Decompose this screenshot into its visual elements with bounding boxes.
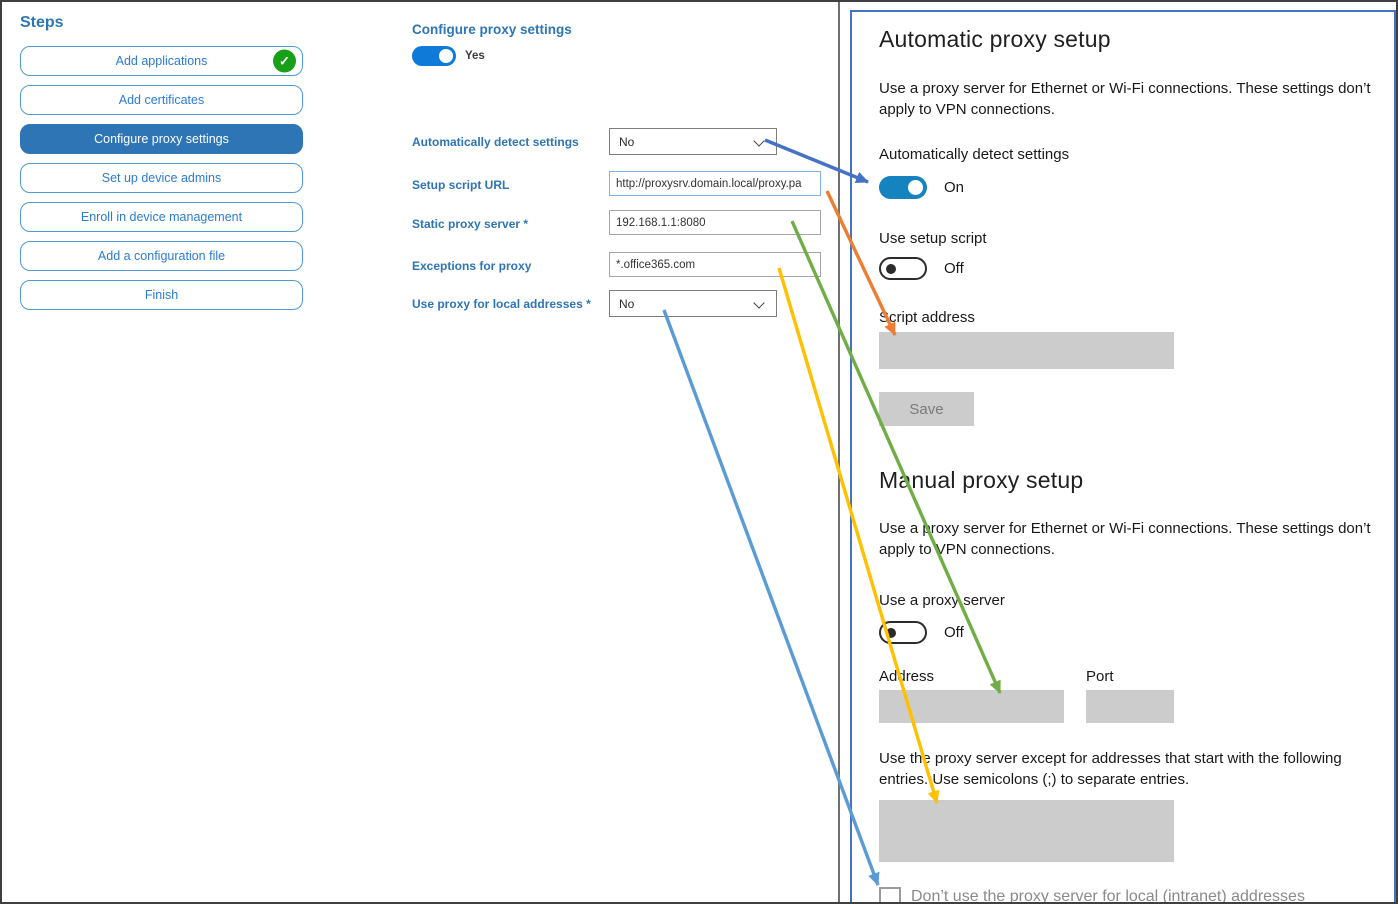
use-proxy-server-state: Off	[944, 624, 964, 641]
sidebar-item-label: Configure proxy settings	[94, 132, 229, 146]
use-setup-script-label: Use setup script	[879, 230, 987, 247]
local-addresses-checkbox-label: Don’t use the proxy server for local (in…	[911, 888, 1305, 904]
select-value: No	[619, 135, 635, 149]
sidebar-item-finish[interactable]: Finish	[20, 280, 303, 310]
configure-proxy-toggle[interactable]	[412, 46, 456, 66]
use-proxy-local-addresses-select[interactable]: No	[609, 290, 777, 317]
chevron-down-icon	[753, 135, 765, 147]
detect-settings-label: Automatically detect settings	[879, 146, 1070, 163]
steps-title: Steps	[20, 14, 64, 31]
sidebar-item-label: Set up device admins	[101, 171, 222, 185]
proxy-exceptions-description: Use the proxy server except for addresse…	[879, 750, 1342, 789]
chevron-down-icon	[753, 297, 765, 309]
setup-script-url-input[interactable]	[609, 171, 821, 196]
sidebar-item-configure-proxy-settings[interactable]: Configure proxy settings	[20, 124, 303, 154]
select-value: No	[619, 297, 635, 311]
exceptions-for-proxy-input[interactable]	[609, 252, 821, 277]
check-icon: ✓	[273, 49, 296, 73]
use-proxy-server-label: Use a proxy server	[879, 592, 1005, 609]
sidebar-item-add-a-configuration-file[interactable]: Add a configuration file	[20, 241, 303, 271]
sidebar-item-label: Add certificates	[118, 93, 205, 107]
pane-divider	[838, 2, 840, 902]
static-proxy-server-label: Static proxy server *	[412, 217, 529, 231]
steps-list: Add applications ✓ Add certificates Conf…	[20, 46, 303, 310]
static-proxy-server-input[interactable]	[609, 210, 821, 235]
toggle-knob	[886, 263, 896, 274]
toggle-knob	[908, 180, 923, 195]
sidebar-item-add-certificates[interactable]: Add certificates	[20, 85, 303, 115]
sidebar-item-label: Finish	[144, 288, 179, 302]
automatic-proxy-description: Use a proxy server for Ethernet or Wi-Fi…	[879, 80, 1371, 119]
toggle-knob	[439, 49, 453, 63]
detect-settings-toggle[interactable]	[879, 176, 927, 199]
script-address-label: Script address	[879, 309, 975, 326]
arrow-local-addresses	[662, 309, 880, 886]
address-input[interactable]	[879, 690, 1064, 723]
save-button[interactable]: Save	[879, 392, 974, 426]
sidebar-item-label: Enroll in device management	[80, 210, 243, 224]
manual-proxy-description: Use a proxy server for Ethernet or Wi-Fi…	[879, 520, 1371, 559]
windows-proxy-settings-panel: Automatic proxy setup Use a proxy server…	[850, 10, 1396, 904]
automatically-detect-settings-label: Automatically detect settings	[412, 135, 579, 149]
use-setup-script-state: Off	[944, 260, 964, 277]
local-addresses-checkbox[interactable]	[879, 887, 901, 902]
use-proxy-local-addresses-label: Use proxy for local addresses *	[412, 297, 591, 311]
sidebar-item-enroll-in-device-management[interactable]: Enroll in device management	[20, 202, 303, 232]
detect-settings-state: On	[944, 179, 965, 196]
toggle-knob	[886, 627, 896, 638]
exceptions-for-proxy-label: Exceptions for proxy	[412, 259, 532, 273]
setup-script-url-label: Setup script URL	[412, 178, 510, 192]
sidebar-item-label: Add a configuration file	[97, 249, 226, 263]
port-label: Port	[1086, 668, 1114, 685]
address-label: Address	[879, 668, 935, 685]
proxy-exceptions-textarea[interactable]	[879, 800, 1174, 862]
page-title: Configure proxy settings	[412, 22, 572, 37]
manual-proxy-setup-title: Manual proxy setup	[879, 467, 1084, 493]
port-input[interactable]	[1086, 690, 1174, 723]
sidebar-item-add-applications[interactable]: Add applications ✓	[20, 46, 303, 76]
sidebar-item-label: Add applications	[115, 54, 208, 68]
automatic-proxy-setup-title: Automatic proxy setup	[879, 26, 1111, 52]
script-address-input[interactable]	[879, 332, 1174, 369]
use-proxy-server-toggle[interactable]	[879, 621, 927, 644]
automatically-detect-settings-select[interactable]: No	[609, 128, 777, 155]
configure-proxy-toggle-state: Yes	[465, 50, 485, 62]
use-setup-script-toggle[interactable]	[879, 257, 927, 280]
sidebar-item-set-up-device-admins[interactable]: Set up device admins	[20, 163, 303, 193]
